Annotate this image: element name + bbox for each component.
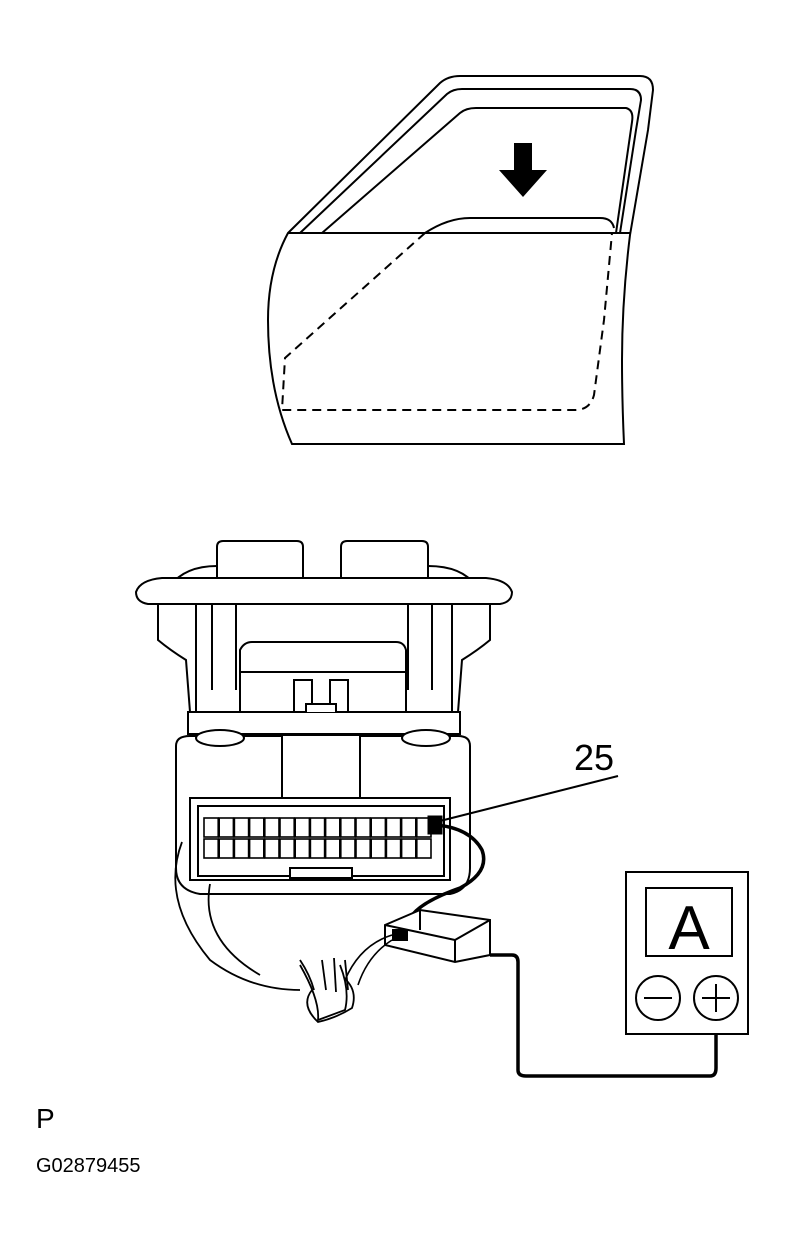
terminal-cell [385,838,402,859]
terminal-cell [294,817,311,838]
switch-knob-right [340,540,429,579]
terminal-cell [339,838,356,859]
switch-assembly [134,540,514,895]
terminal-cell [233,838,250,859]
terminal-cell [263,838,280,859]
inner-cavity [239,641,407,712]
terminal-cell [248,817,265,838]
housing-bump [401,729,451,747]
harness-tied-end [306,977,355,1023]
terminal-cell [294,838,311,859]
bezel [134,577,514,605]
probe-tip [392,929,408,941]
view-code: P [36,1103,55,1134]
terminal-cell [339,817,356,838]
terminal-cell [355,817,371,838]
terminal-cell [248,838,265,859]
window-frame [299,88,643,234]
terminal-cell [415,838,432,859]
switch-knob-left [216,540,304,579]
door-outline [266,75,655,445]
window-glass-edge [321,107,634,234]
terminal-cell [218,838,235,859]
terminal-cell [279,817,295,838]
terminal-cell [233,817,250,838]
terminal-cell [400,838,417,859]
band-notch [305,703,337,712]
terminal-cell [218,817,235,838]
ammeter [625,871,749,1035]
terminal-callout: 25 [574,737,614,778]
terminal-cell [279,838,295,859]
meter-letter: A [668,894,710,963]
door-illustration [266,75,655,445]
hidden-glass-outline [280,232,613,411]
terminal-cell [370,817,387,838]
terminal-cell [203,838,219,859]
wire-harness [174,841,355,1023]
callout-leader [435,775,619,823]
housing-step [281,736,361,801]
meter-lead-wire [490,953,718,1078]
terminal-cell [385,817,402,838]
terminal-cell [324,838,341,859]
terminal-cell [309,838,326,859]
terminal-cell [203,817,219,838]
figure-id: G02879455 [36,1155,141,1177]
terminal-cell [400,817,417,838]
housing-bump [195,729,245,747]
terminal-cell [355,838,371,859]
test-probe [344,823,718,1078]
lowered-glass-edge [424,217,615,234]
terminal-cell [309,817,326,838]
terminal-lead-wire [408,823,486,920]
down-arrow-icon [499,143,547,197]
terminal-grid [203,817,432,859]
terminal-cell [370,838,387,859]
connector-lock-tab [289,867,353,879]
meter-display [645,887,733,957]
terminal-cell [263,817,280,838]
terminal-cell [324,817,341,838]
